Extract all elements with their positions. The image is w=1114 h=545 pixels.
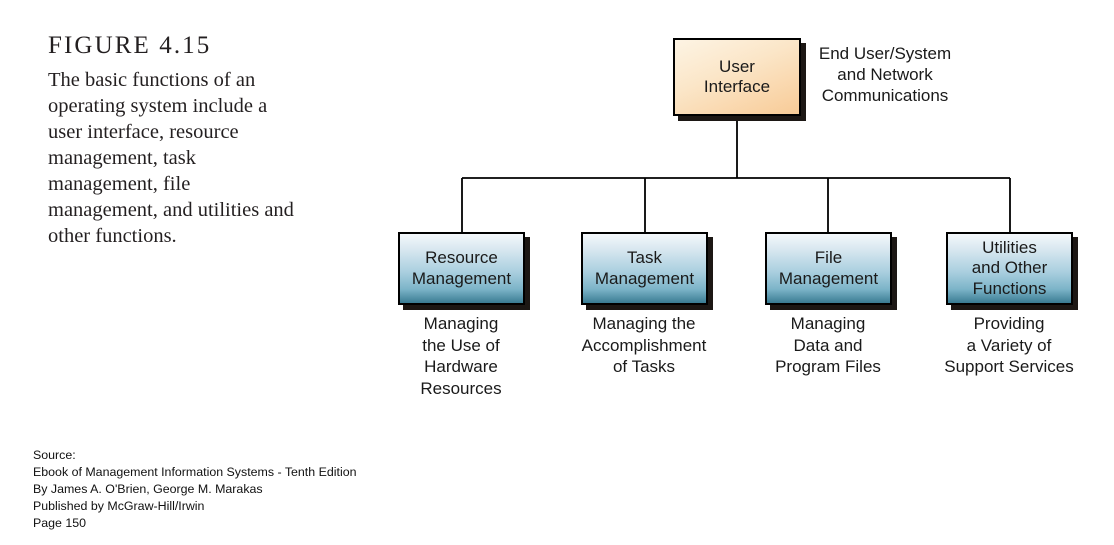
node-resource-management-label: Resource Management xyxy=(411,248,512,288)
node-utilities-label: Utilities and Other Functions xyxy=(971,238,1048,298)
node-user-interface[interactable]: User Interface xyxy=(673,38,801,116)
note-end-user-system: End User/System and Network Communicatio… xyxy=(818,44,952,105)
node-resource-management[interactable]: Resource Management xyxy=(398,232,525,305)
figure-title: FIGURE 4.15 xyxy=(48,32,212,59)
caption-file-management: Managing Data and Program Files xyxy=(775,314,881,376)
figure-caption-block: FIGURE 4.15 The basic functions of an op… xyxy=(48,32,348,249)
source-line-page: Page 150 xyxy=(33,515,87,530)
node-utilities-and-other-functions[interactable]: Utilities and Other Functions xyxy=(946,232,1073,305)
node-user-interface-label: User Interface xyxy=(703,56,771,96)
figure-description: The basic functions of an operating syst… xyxy=(48,68,294,248)
node-task-management-label: Task Management xyxy=(594,248,695,288)
caption-task-management: Managing the Accomplishment of Tasks xyxy=(581,314,707,376)
source-line-book: Ebook of Management Information Systems … xyxy=(33,464,357,479)
node-task-management[interactable]: Task Management xyxy=(581,232,708,305)
source-line-authors: By James A. O'Brien, George M. Marakas xyxy=(33,481,263,496)
caption-utilities: Providing a Variety of Support Services xyxy=(944,314,1074,376)
source-line-label: Source: xyxy=(33,448,76,462)
source-line-publisher: Published by McGraw-Hill/Irwin xyxy=(33,498,205,513)
caption-resource-management: Managing the Use of Hardware Resources xyxy=(420,314,502,398)
node-file-management[interactable]: File Management xyxy=(765,232,892,305)
source-block: Source: Ebook of Management Information … xyxy=(33,447,356,532)
node-file-management-label: File Management xyxy=(778,248,879,288)
